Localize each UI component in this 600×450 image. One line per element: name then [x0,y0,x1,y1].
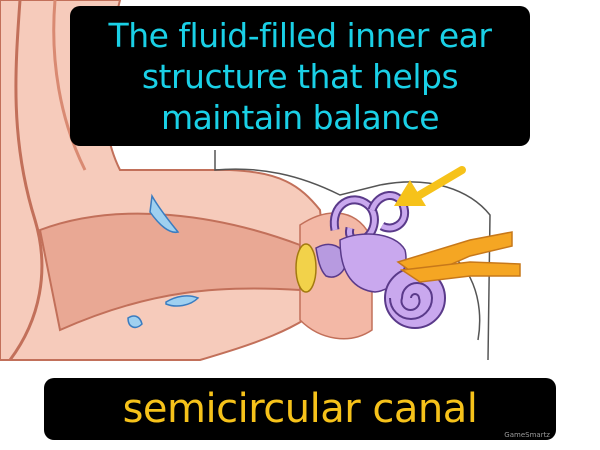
term-caption-box: semicircular canal [44,378,556,440]
cartilage-mark-1 [149,193,180,234]
term-text: semicircular canal [122,386,478,432]
nerve-branch [399,261,521,283]
auricle-fold-inner [52,0,87,171]
semicircular-canal-2-fill [369,193,408,231]
cochlea-spiral [389,282,434,320]
definition-text: The fluid-filled inner ear structure tha… [108,15,492,137]
watermark-text: GameSmartz [504,431,550,439]
eardrum [295,243,317,293]
cartilage-mark-2 [165,295,200,307]
skull-outline [214,150,491,361]
definition-caption-box: The fluid-filled inner ear structure tha… [70,6,530,146]
arrow-icon [394,166,466,206]
ossicles [315,243,347,278]
cartilage-mark-3 [127,315,143,329]
auricle-fold [8,0,44,361]
